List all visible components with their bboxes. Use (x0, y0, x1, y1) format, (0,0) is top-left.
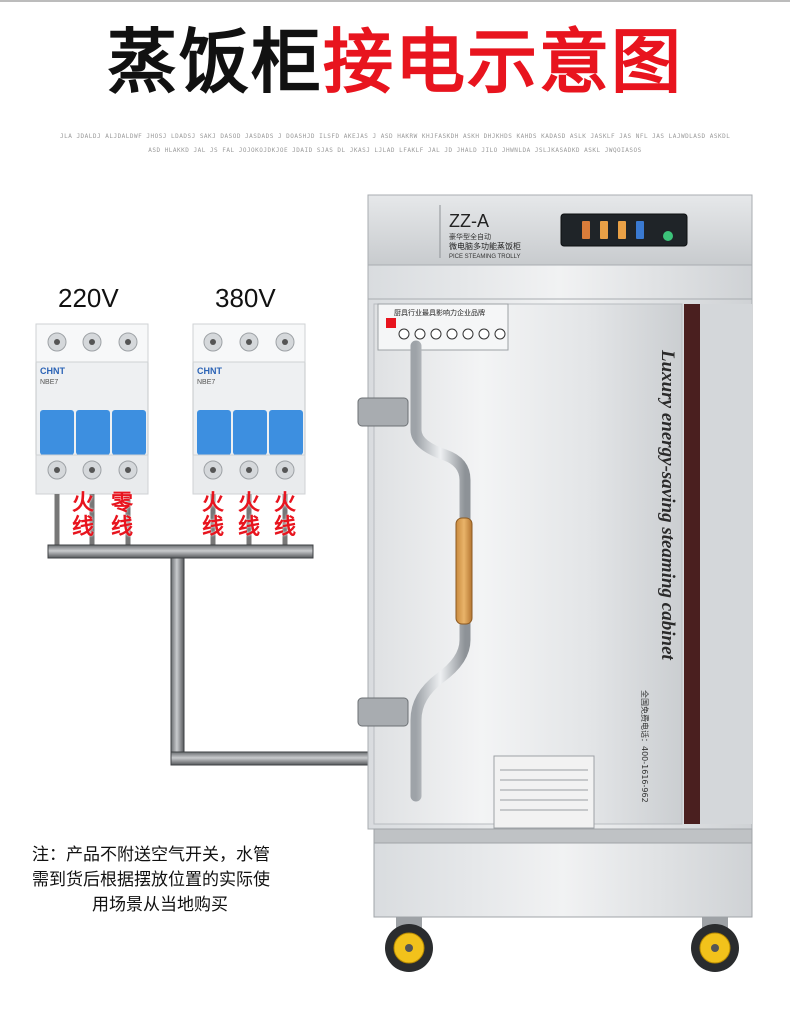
top-divider (0, 0, 790, 2)
title-part-1: 蒸饭柜 (107, 21, 323, 103)
cabinet-model: ZZ-A (449, 211, 489, 231)
breaker-380v-model: NBE7 (197, 379, 215, 386)
voltage-label-220v: 220V (58, 283, 119, 313)
cabinet-hotline: 全国免费电话：400-1616-962 (640, 690, 650, 803)
cabinet-slogan: Luxury energy-saving steaming cabinet (657, 349, 678, 661)
breaker-380v-brand: CHNT (197, 366, 222, 376)
note-line-3: 用场景从当地购买 (92, 895, 228, 915)
door-label-cn: 厨具行业最具影响力企业品牌 (394, 308, 485, 317)
note-line-1: 注：产品不附送空气开关，水管 (32, 845, 270, 865)
breaker-380v (192, 323, 306, 495)
wire-label-220v-1: 火线 (71, 491, 94, 540)
fine-print-line-2: ASD HLAKKD JAL JS FAL JOJOKOJDKJOE JDAID… (148, 147, 642, 154)
installation-note: 注：产品不附送空气开关，水管 需到货后根据摆放位置的实际使 用场景从当地购买 (32, 843, 332, 918)
breaker-220v-model: NBE7 (40, 379, 58, 386)
breaker-220v-brand: CHNT (40, 366, 65, 376)
note-line-2: 需到货后根据摆放位置的实际使 (32, 870, 270, 890)
breaker-220v (35, 323, 149, 495)
breaker-wires (54, 494, 288, 548)
cabinet-english-small: PICE STEAMING TROLLY (449, 254, 520, 260)
cabinet-subtitle: 微电脑多功能蒸饭柜 (449, 241, 521, 251)
page-title: 蒸饭柜接电示意图 (0, 16, 790, 108)
steaming-cabinet (357, 194, 753, 972)
wire-label-220v-2: 零线 (110, 491, 133, 540)
title-part-2: 接电示意图 (323, 21, 683, 103)
fine-print-line-1: JLA JDALDJ ALJDALDWF JHOSJ LDADSJ SAKJ D… (60, 133, 730, 140)
wire-label-380v-3: 火线 (273, 491, 296, 540)
voltage-label-380v: 380V (215, 283, 276, 313)
cabinet-subtitle-small: 豪华型全自动 (449, 232, 491, 241)
wire-label-380v-1: 火线 (201, 491, 224, 540)
cable-pipe (47, 544, 378, 766)
wire-label-380v-2: 火线 (237, 491, 260, 540)
